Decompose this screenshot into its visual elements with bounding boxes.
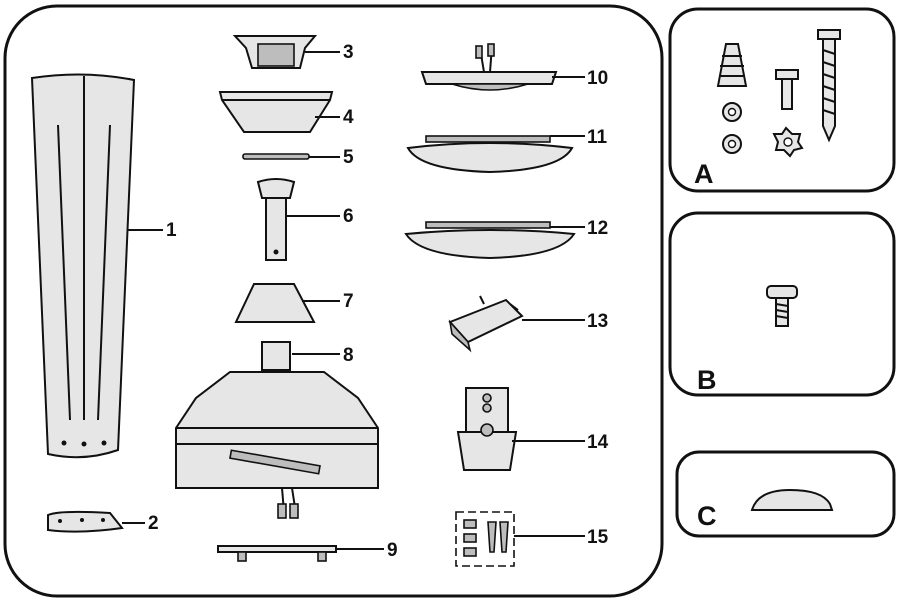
glass-shade-icon [404,221,576,260]
glass-shade-icon [406,135,574,174]
light-kit-icon [420,43,558,91]
blade-flange-icon [47,510,124,533]
callout-10: 10 [587,68,608,89]
callout-13: 13 [587,311,608,332]
receiver-icon [448,295,524,353]
end-cap-icon [750,488,834,511]
callout-3: 3 [343,42,354,63]
screw-icon [766,285,798,327]
callout-6: 6 [343,206,354,227]
callout-7: 7 [343,291,354,312]
callout-9: 9 [387,540,398,561]
coupling-cover-icon [234,283,316,323]
hardware-label-a: A [694,159,714,189]
machine-screw-icon [775,69,799,110]
hardware-label-c: C [697,501,717,531]
callout-8: 8 [343,345,354,366]
callout-14: 14 [587,432,609,453]
wall-transmitter-icon [456,387,518,471]
callout-12: 12 [587,218,608,239]
callout-2: 2 [148,513,159,534]
fan-blade-icon [30,73,136,459]
motor-housing-icon [175,341,379,519]
star-washer-icon [772,126,804,158]
hardware-label-b: B [697,365,717,395]
hardware-pack-icon [455,511,515,567]
wire-nut-icon [716,43,748,87]
wood-screw-icon [817,29,841,143]
downrod-icon [256,178,296,261]
callout-15: 15 [587,527,609,548]
washers-icon [722,102,742,154]
callout-4: 4 [343,107,354,128]
canopy-ring-icon [242,153,310,160]
canopy-cover-icon [232,35,318,69]
callout-11: 11 [587,127,608,148]
callout-5: 5 [343,147,354,168]
canopy-icon [218,91,334,133]
callout-1: 1 [166,220,177,241]
